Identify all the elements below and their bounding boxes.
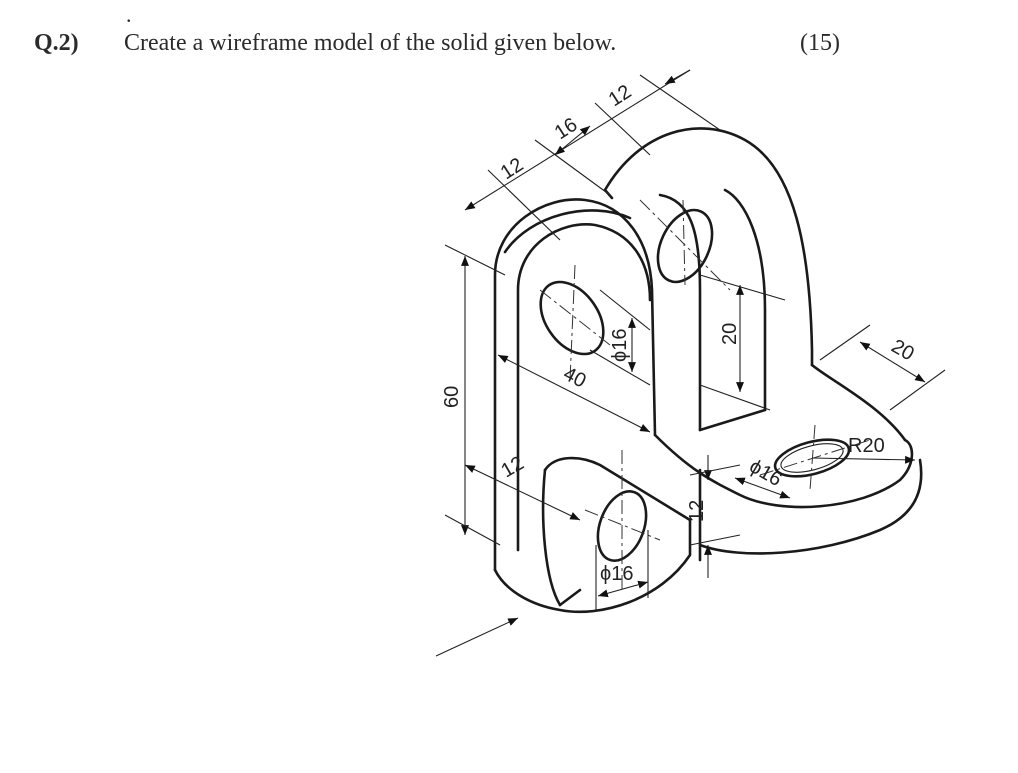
dim-12-thickness: 12 bbox=[686, 500, 708, 522]
dim-R20: R20 bbox=[848, 435, 885, 457]
dim-12-lower-left: 12 bbox=[498, 452, 528, 482]
base-plate bbox=[653, 408, 923, 562]
question-number: Q.2) bbox=[34, 30, 79, 56]
question-text: Create a wireframe model of the solid gi… bbox=[124, 30, 617, 56]
base-right-hole bbox=[773, 438, 851, 478]
dim-16-top: 16 bbox=[551, 114, 582, 145]
center-lines bbox=[539, 199, 871, 590]
rear-upright bbox=[603, 127, 907, 442]
dim-phi16-upper: ϕ16 bbox=[609, 329, 631, 362]
dim-60: 60 bbox=[441, 386, 463, 408]
stray-dot: . bbox=[126, 2, 132, 27]
rear-hole bbox=[656, 208, 714, 284]
lower-lug bbox=[493, 456, 692, 614]
dim-20-right: 20 bbox=[888, 335, 918, 365]
dimension-lines bbox=[435, 69, 946, 657]
question-marks: (15) bbox=[800, 30, 840, 56]
front-upright-hole bbox=[539, 280, 605, 356]
dim-phi16-lower: ϕ16 bbox=[600, 563, 633, 585]
front-upright bbox=[493, 198, 657, 572]
dimension-labels: 12 16 12 ϕ16 20 40 60 20 R20 ϕ16 12 12 ϕ… bbox=[441, 81, 918, 585]
dim-phi16-right: ϕ16 bbox=[746, 455, 786, 491]
dim-20-slot: 20 bbox=[719, 323, 741, 345]
dim-12-top-left: 12 bbox=[497, 154, 528, 185]
